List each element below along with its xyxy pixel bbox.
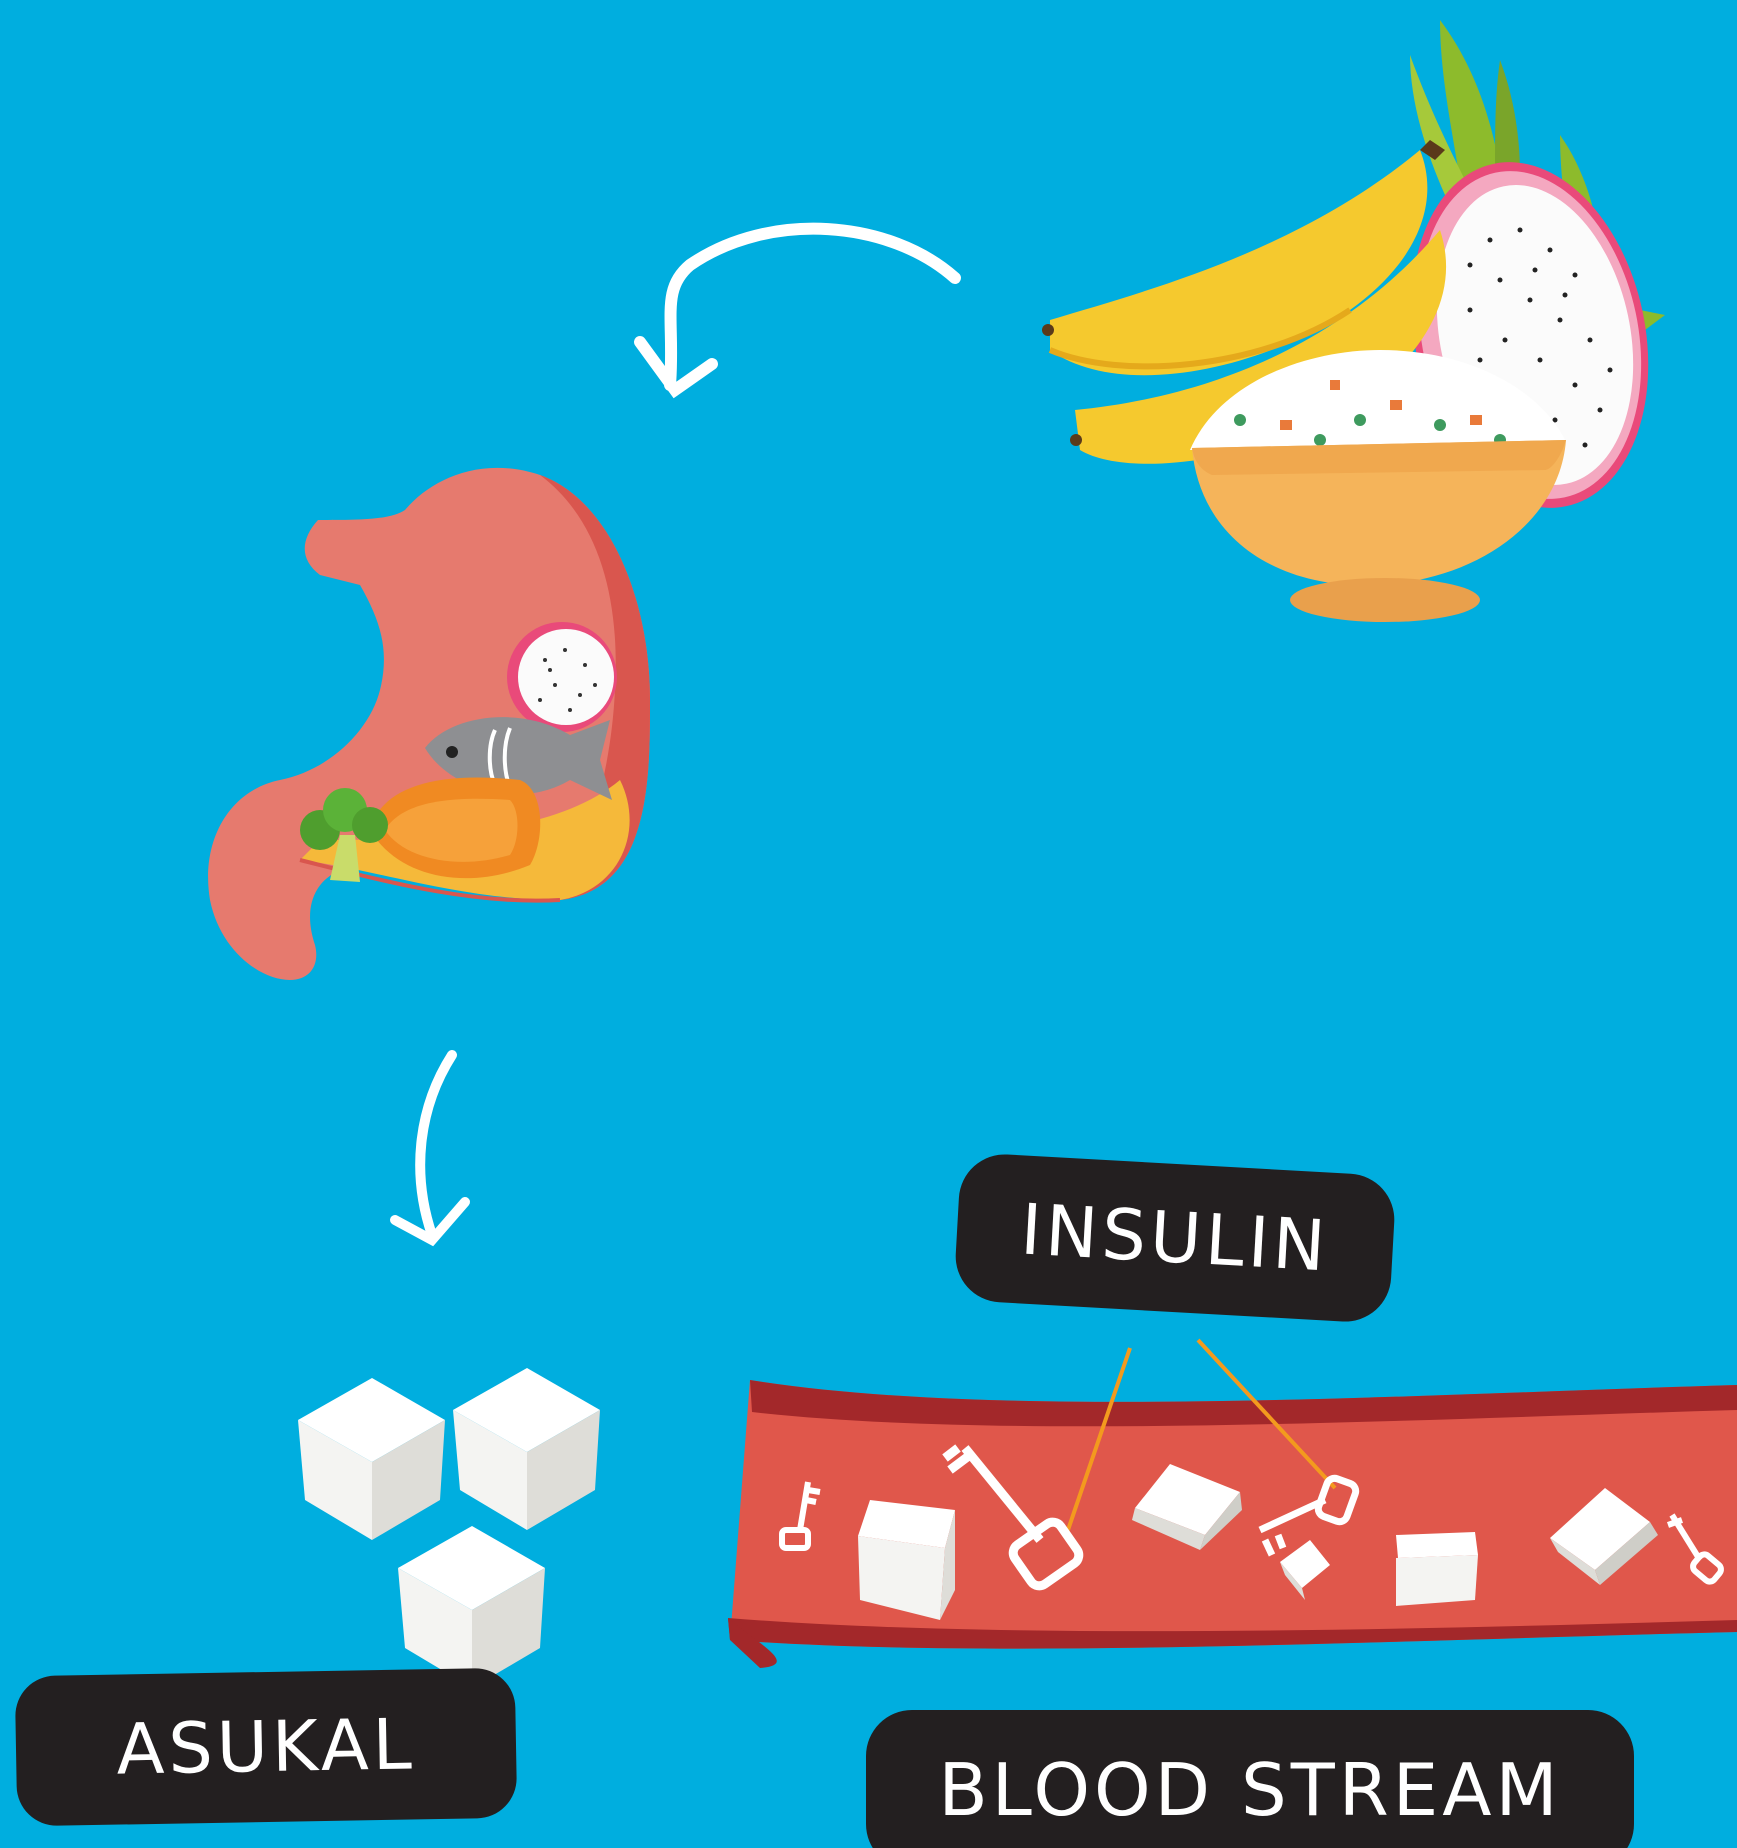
sugar-cube-icon bbox=[298, 1378, 445, 1540]
rice-bowl-icon bbox=[1190, 350, 1566, 622]
food-group bbox=[1042, 20, 1679, 622]
sugar-cube-icon bbox=[858, 1500, 955, 1620]
curved-arrow-icon bbox=[640, 229, 955, 390]
blood-stream-label: BLOOD STREAM bbox=[866, 1710, 1634, 1848]
sugar-cube-icon bbox=[453, 1368, 600, 1530]
curved-arrow-icon-2 bbox=[395, 1055, 465, 1240]
sugar-cube-icon bbox=[1396, 1532, 1478, 1606]
sugar-cube-group bbox=[298, 1368, 600, 1688]
insulin-label: INSULIN bbox=[953, 1152, 1397, 1324]
sugar-cube-icon bbox=[398, 1526, 545, 1688]
blood-vessel-icon bbox=[728, 1340, 1737, 1668]
asukal-label: ASUKAL bbox=[15, 1668, 518, 1827]
stomach-icon bbox=[208, 468, 650, 980]
